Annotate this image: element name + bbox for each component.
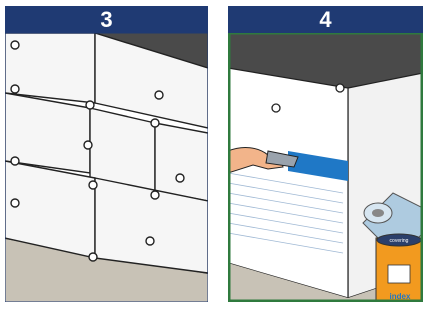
step-panel-4: 4 bbox=[228, 6, 423, 302]
step-header-4: 4 bbox=[228, 6, 423, 33]
insulation-boards-illustration bbox=[5, 33, 208, 302]
step-panel-3: 3 bbox=[5, 6, 208, 302]
step-number-3: 3 bbox=[100, 7, 112, 32]
step-number-4: 4 bbox=[319, 7, 331, 32]
step-header-3: 3 bbox=[5, 6, 208, 33]
insulation-boards bbox=[5, 33, 208, 273]
corner-reinforcement-illustration: covering index bbox=[228, 33, 423, 302]
package-lid-label: covering bbox=[390, 238, 409, 244]
product-package: covering index bbox=[376, 234, 423, 302]
